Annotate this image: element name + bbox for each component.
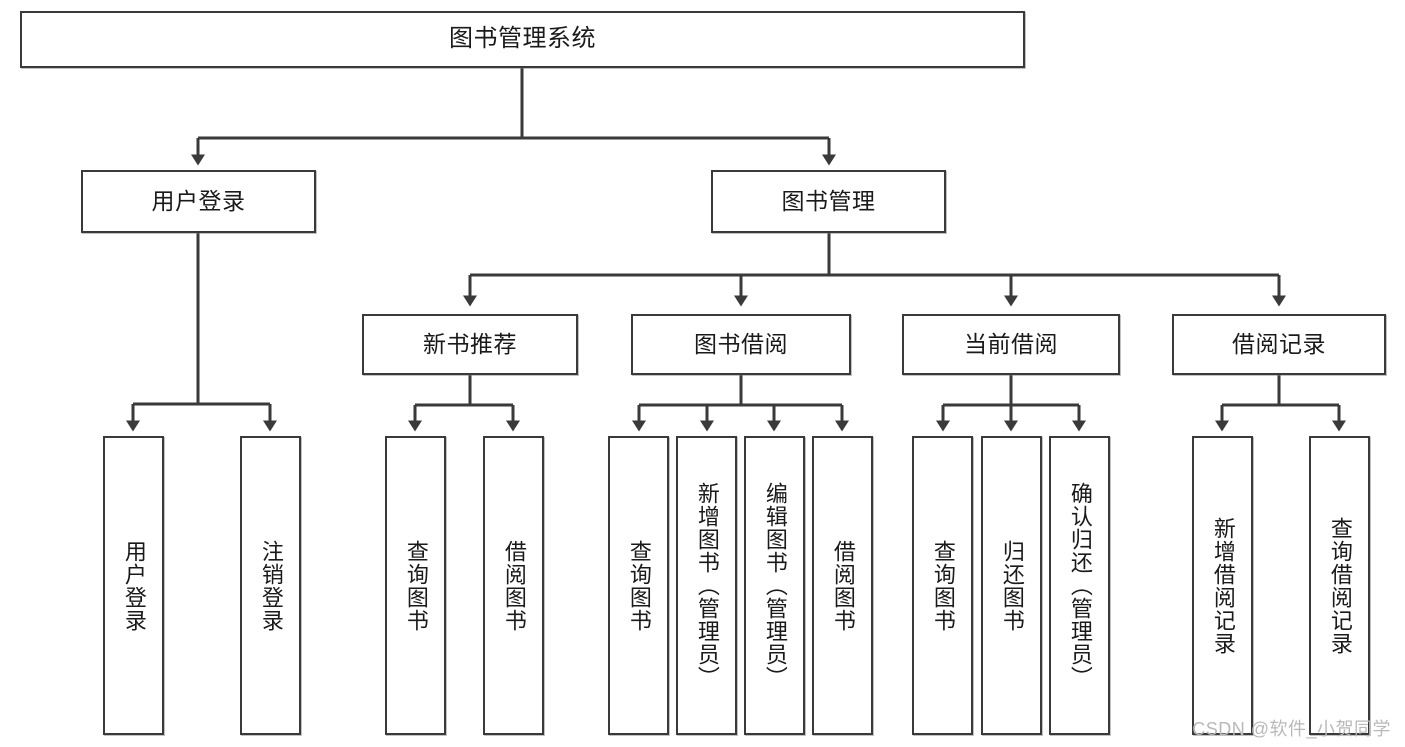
leaf-return-book[interactable]: 归还图书 xyxy=(981,436,1042,735)
leaf-add-record[interactable]: 新增借阅记录 xyxy=(1192,436,1253,735)
node-label: 借阅图书 xyxy=(501,539,527,632)
node-label: 当前借阅 xyxy=(964,330,1058,357)
node-book-manage[interactable]: 图书管理 xyxy=(711,170,946,233)
watermark: CSDN @软件_小贺同学 xyxy=(1192,719,1391,739)
node-new-book-rec[interactable]: 新书推荐 xyxy=(362,314,578,375)
leaf-add-book[interactable]: 新增图书（管理员） xyxy=(676,436,737,735)
node-label: 新书推荐 xyxy=(423,330,517,357)
node-label: 图书管理 xyxy=(781,187,876,214)
leaf-query-book-1[interactable]: 查询图书 xyxy=(385,436,446,735)
leaf-query-book-3[interactable]: 查询图书 xyxy=(912,436,973,735)
leaf-borrow-book-2[interactable]: 借阅图书 xyxy=(812,436,873,735)
node-current-borrow[interactable]: 当前借阅 xyxy=(902,314,1120,375)
node-label: 新增图书（管理员） xyxy=(694,482,720,689)
node-label: 借阅记录 xyxy=(1232,330,1326,357)
node-label: 图书借阅 xyxy=(694,330,788,357)
leaf-query-book-2[interactable]: 查询图书 xyxy=(608,436,669,735)
node-borrow-record[interactable]: 借阅记录 xyxy=(1172,314,1386,375)
node-label: 新增借阅记录 xyxy=(1210,516,1236,655)
node-label: 用户登录 xyxy=(151,187,246,214)
node-label: 图书管理系统 xyxy=(449,25,596,53)
node-label: 编辑图书（管理员） xyxy=(762,482,788,689)
node-label: 归还图书 xyxy=(999,539,1025,632)
node-label: 注销登录 xyxy=(258,539,284,632)
leaf-borrow-book-1[interactable]: 借阅图书 xyxy=(483,436,544,735)
node-label: 查询图书 xyxy=(626,539,652,632)
leaf-logout[interactable]: 注销登录 xyxy=(240,436,301,735)
node-label: 查询图书 xyxy=(930,539,956,632)
node-label: 用户登录 xyxy=(121,539,147,632)
leaf-user-login[interactable]: 用户登录 xyxy=(103,436,164,735)
node-user-login[interactable]: 用户登录 xyxy=(81,170,316,233)
node-root-title[interactable]: 图书管理系统 xyxy=(20,11,1025,68)
node-label: 借阅图书 xyxy=(830,539,856,632)
leaf-edit-book[interactable]: 编辑图书（管理员） xyxy=(744,436,805,735)
leaf-confirm-return[interactable]: 确认归还（管理员） xyxy=(1049,436,1110,735)
node-book-borrow[interactable]: 图书借阅 xyxy=(631,314,851,375)
node-label: 确认归还（管理员） xyxy=(1067,482,1093,689)
leaf-query-record[interactable]: 查询借阅记录 xyxy=(1309,436,1370,735)
node-label: 查询图书 xyxy=(403,539,429,632)
node-label: 查询借阅记录 xyxy=(1327,516,1353,655)
